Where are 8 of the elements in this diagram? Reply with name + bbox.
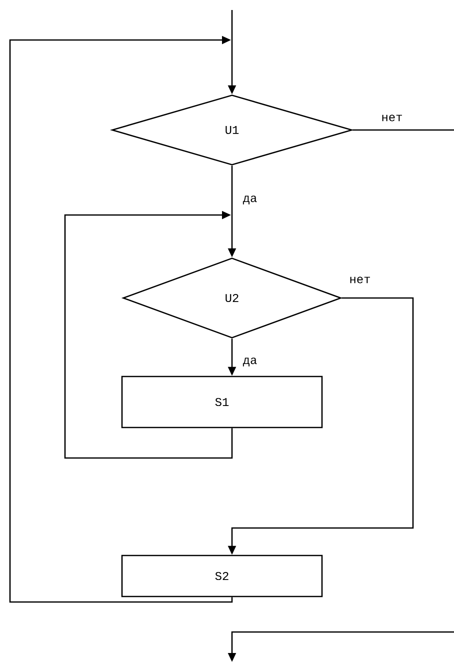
edge-label: нет — [380, 114, 404, 122]
arrow — [9, 36, 233, 603]
edge-label: нет — [348, 276, 372, 284]
edge-label: да — [242, 356, 258, 368]
edge-label: да — [242, 194, 258, 206]
process-box: S2 — [121, 554, 323, 598]
process-box: S1 — [121, 376, 323, 428]
arrow — [64, 210, 233, 459]
